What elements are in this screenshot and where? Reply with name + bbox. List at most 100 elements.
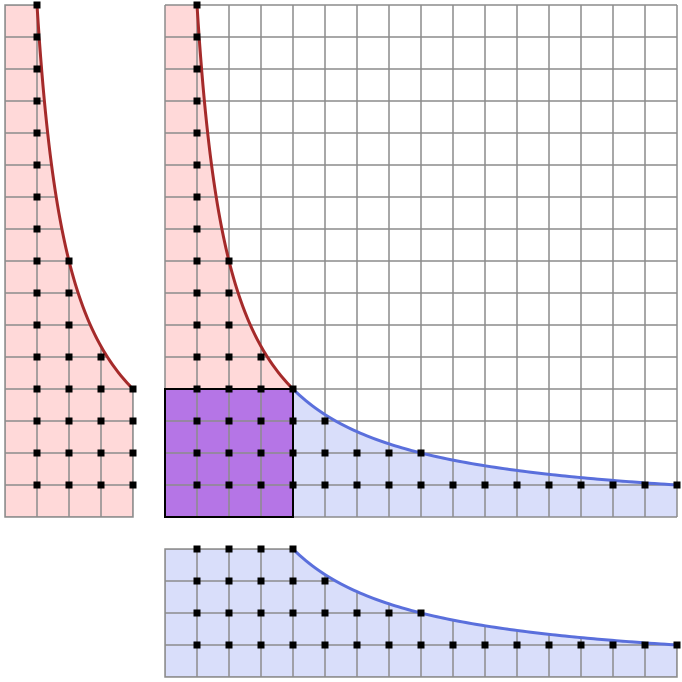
left-red-lattice-point [65,321,73,329]
left-red-lattice-point [33,417,41,425]
bottom-blue-lattice-point [225,545,233,553]
bottom-blue-lattice-point [417,641,425,649]
blue-lattice-point [289,385,297,393]
left-red-lattice-point [33,161,41,169]
bottom-blue-lattice-point [321,641,329,649]
blue-lattice-point [385,449,393,457]
left-red-lattice-point [33,385,41,393]
blue-lattice-point [193,481,201,489]
blue-lattice-point [641,481,649,489]
main-grid-panel [164,1,681,518]
bottom-blue-lattice-point [257,577,265,585]
red-lattice-point [193,289,201,297]
blue-lattice-point [321,481,329,489]
blue-lattice-point [353,481,361,489]
bottom-blue-lattice-point [257,545,265,553]
blue-lattice-point [289,481,297,489]
blue-lattice-point [257,481,265,489]
left-red-lattice-point [65,417,73,425]
left-red-lattice-point [33,257,41,265]
bottom-blue-lattice-point [225,641,233,649]
left-red-lattice-point [97,417,105,425]
left-red-lattice-point [33,289,41,297]
left-red-lattice-point [129,385,137,393]
red-lattice-point [193,1,201,9]
left-red-lattice-point [33,129,41,137]
bottom-blue-lattice-point [513,641,521,649]
red-lattice-point [225,353,233,361]
blue-lattice-point [321,417,329,425]
bottom-blue-lattice-point [193,641,201,649]
red-lattice-point [193,193,201,201]
left-red-lattice-point [33,353,41,361]
bottom-blue-lattice-point [353,641,361,649]
left-red-lattice-point [33,193,41,201]
left-red-lattice-point [129,481,137,489]
blue-lattice-point [513,481,521,489]
left-red-lattice-point [33,65,41,73]
left-red-lattice-point [33,225,41,233]
left-red-lattice-point [33,449,41,457]
bottom-blue-lattice-point [673,641,681,649]
blue-lattice-point [321,449,329,457]
red-lattice-point [257,353,265,361]
red-lattice-point [225,321,233,329]
left-red-panel [4,1,137,518]
blue-lattice-point [673,481,681,489]
red-hyperbola-curve [195,4,295,391]
red-lattice-point [193,257,201,265]
blue-lattice-point [449,481,457,489]
bottom-blue-lattice-point [193,609,201,617]
blue-lattice-point [289,417,297,425]
blue-lattice-point [545,481,553,489]
blue-lattice-point [257,449,265,457]
red-lattice-point [193,97,201,105]
bottom-blue-lattice-point [481,641,489,649]
blue-lattice-point [193,417,201,425]
bottom-blue-lattice-point [449,641,457,649]
blue-lattice-point [353,449,361,457]
bottom-blue-lattice-point [193,577,201,585]
red-lattice-point [193,353,201,361]
left-red-lattice-point [65,257,73,265]
left-red-lattice-point [97,481,105,489]
blue-lattice-point [257,417,265,425]
blue-lattice-point [193,449,201,457]
blue-hyperbola-curve [291,387,678,487]
left-red-lattice-point [33,33,41,41]
bottom-blue-lattice-point [289,641,297,649]
red-lattice-point [193,161,201,169]
blue-lattice-point [577,481,585,489]
red-lattice-point [193,321,201,329]
left-red-lattice-point [33,321,41,329]
bottom-blue-panel [164,545,681,678]
left-red-lattice-point [65,385,73,393]
red-lattice-point [193,65,201,73]
left-red-lattice-point [129,417,137,425]
left-red-lattice-point [33,97,41,105]
red-lattice-point [225,257,233,265]
left-red-lattice-point [65,289,73,297]
blue-lattice-point [225,385,233,393]
blue-lattice-point [417,481,425,489]
bottom-blue-lattice-point [289,545,297,553]
bottom-blue-lattice-point [545,641,553,649]
left-red-lattice-point [65,353,73,361]
blue-lattice-point [193,385,201,393]
bottom-blue-lattice-point [321,577,329,585]
blue-lattice-point [289,449,297,457]
bottom-blue-lattice-point [353,609,361,617]
red-lattice-point [225,289,233,297]
left-red-lattice-point [65,481,73,489]
bottom-blue-lattice-point [417,609,425,617]
bottom-blue-lattice-point [577,641,585,649]
left-red-lattice-point [33,481,41,489]
left-red-lattice-point [97,385,105,393]
bottom-blue-lattice-point [289,609,297,617]
left-red-lattice-point [97,449,105,457]
blue-lattice-point [417,449,425,457]
bottom-blue-lattice-point [289,577,297,585]
red-lattice-point [193,33,201,41]
bottom-blue-lattice-point [193,545,201,553]
